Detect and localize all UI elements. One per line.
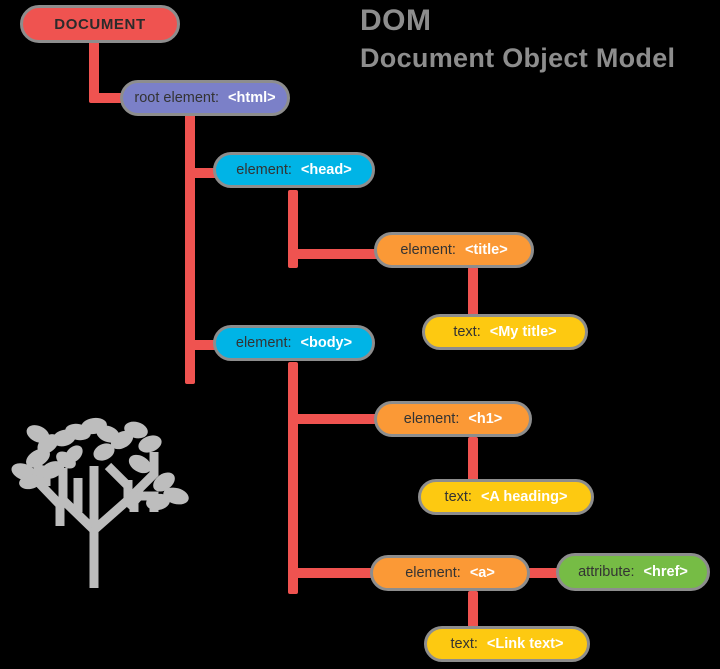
node-h1-label: element: <box>403 411 460 427</box>
node-text-my-title[interactable]: text: <My title> <box>422 314 588 350</box>
diagram-title: DOM Document Object Model <box>360 2 716 76</box>
node-element-head[interactable]: element: <head> <box>213 152 375 188</box>
edge-body-to-a <box>288 568 380 578</box>
node-element-body[interactable]: element: <body> <box>213 325 375 361</box>
node-body-label: element: <box>235 335 292 351</box>
node-my-title-tag: <My title> <box>489 324 557 340</box>
node-h1-tag: <h1> <box>468 411 503 427</box>
node-my-title-label: text: <box>453 324 481 340</box>
circuit-tree-icon <box>11 417 189 588</box>
edge-body-to-h1 <box>288 414 380 424</box>
node-a-heading-tag: <A heading> <box>480 489 568 505</box>
edge-head-to-title <box>288 249 380 259</box>
edge-body-trunk <box>288 362 298 594</box>
node-text-link-text[interactable]: text: <Link text> <box>424 626 590 662</box>
node-element-a[interactable]: element: <a> <box>370 555 530 591</box>
node-href-label: attribute: <box>578 564 635 580</box>
node-text-a-heading[interactable]: text: <A heading> <box>418 479 594 515</box>
node-a-label: element: <box>405 565 461 581</box>
node-root-element-html[interactable]: root element: <html> <box>120 80 290 116</box>
node-html-tag: <html> <box>228 90 276 106</box>
edge-document-trunk <box>89 40 99 102</box>
node-element-h1[interactable]: element: <h1> <box>374 401 532 437</box>
node-title-label: element: <box>400 242 456 258</box>
node-element-title[interactable]: element: <title> <box>374 232 534 268</box>
node-link-text-tag: <Link text> <box>486 636 564 652</box>
node-document[interactable]: DOCUMENT <box>20 5 180 43</box>
edge-html-trunk <box>185 112 195 384</box>
node-document-label: DOCUMENT <box>54 15 146 33</box>
node-title-tag: <title> <box>464 242 508 258</box>
node-a-heading-label: text: <box>444 489 472 505</box>
node-body-tag: <body> <box>300 335 353 351</box>
edge-title-to-text <box>468 267 478 325</box>
title-main: DOM <box>360 4 432 37</box>
node-link-text-label: text: <box>450 636 478 652</box>
node-head-label: element: <box>236 162 292 178</box>
edge-a-to-href <box>528 568 562 578</box>
node-html-label: root element: <box>134 90 220 106</box>
title-subtitle: Document Object Model <box>360 43 676 73</box>
edge-head-trunk <box>288 190 298 268</box>
node-attribute-href[interactable]: attribute: <href> <box>556 553 710 591</box>
node-href-tag: <href> <box>643 564 688 580</box>
node-a-tag: <a> <box>469 565 495 581</box>
node-head-tag: <head> <box>300 162 352 178</box>
